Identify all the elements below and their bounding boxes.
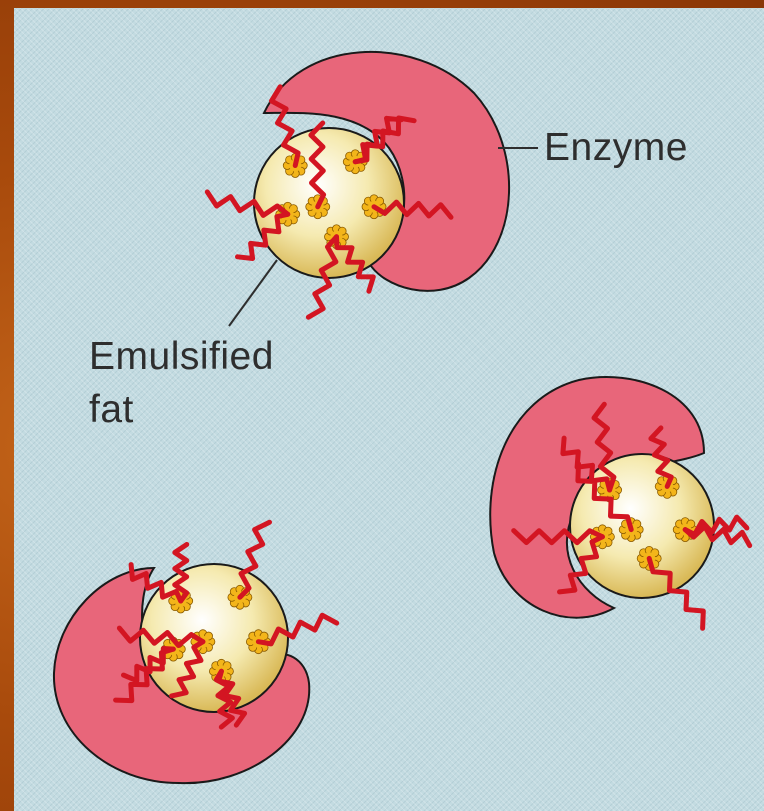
diagram-panel: Enzyme Emulsified fat bbox=[14, 8, 764, 811]
enzyme-fat-complex-top bbox=[207, 52, 509, 317]
emulsified-fat-label-line1: Emulsified bbox=[89, 333, 274, 381]
enzyme-fat-complex-right bbox=[490, 377, 749, 628]
enzyme-fat-complex-bottom bbox=[54, 522, 337, 783]
emulsified-fat-label-line2: fat bbox=[89, 386, 134, 434]
enzyme-label: Enzyme bbox=[544, 124, 688, 172]
fat-leader-line bbox=[229, 260, 277, 326]
